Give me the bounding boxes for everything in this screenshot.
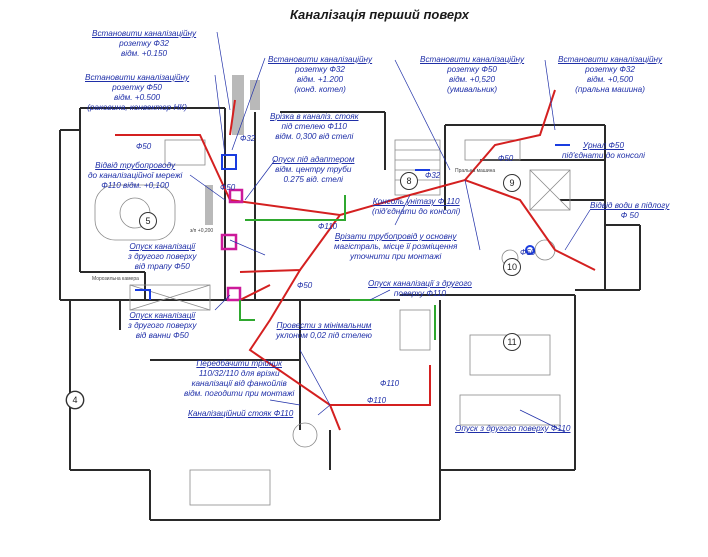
- label-washing-machine: Пральна машина: [455, 168, 496, 174]
- tag-f50-d: Ф50: [520, 248, 536, 257]
- note-socket-f50-sink: Встановити каналізаційну розетку Ф50 від…: [85, 73, 190, 112]
- tag-f110-b: Ф110: [380, 379, 400, 388]
- note-tee-fancoil: Передбачити трійник 110/32/110 для врізк…: [184, 359, 295, 398]
- room-number-8: 8: [400, 172, 418, 190]
- tag-f32-b: Ф32: [425, 171, 441, 180]
- drawing-title: Каналізація перший поверх: [290, 7, 469, 22]
- note-socket-f32-washer: Встановити каналізаційну розетку Ф32 від…: [558, 55, 663, 94]
- room-number-5: 5: [139, 212, 157, 230]
- note-toilet-console: Консоль унітазу Ф 110 (під'єднати до кон…: [372, 197, 461, 216]
- label-floor-level: з/п +0,200: [190, 228, 214, 234]
- risers: [220, 188, 244, 302]
- label-freezer: Морозильна камера: [92, 276, 139, 282]
- sewer-pipes: [115, 89, 596, 431]
- walls: [59, 107, 641, 521]
- room-number-9: 9: [503, 174, 521, 192]
- tag-f110-c: Ф110: [367, 396, 387, 405]
- note-urinal: Урнал Ф50 під'єднати до консолі: [562, 141, 645, 160]
- note-pipe-outlet: Відвід трубопроводу до каналізаційної ме…: [88, 161, 183, 190]
- note-slope-under-ceiling: Провести з мінімальним уклоном 0,02 під …: [276, 321, 372, 340]
- note-sewer-riser: Каналізаційний стояк Ф110: [188, 409, 294, 418]
- room-number-4: 4: [66, 391, 84, 409]
- note-drop-f110-upper: Опуск каналізації з другого поверху Ф110: [368, 279, 472, 298]
- connection-nodes: [135, 144, 570, 300]
- tag-f110-a: Ф110: [318, 222, 338, 231]
- note-drop-f110-lower: Опуск з другого поверху Ф110: [455, 424, 571, 433]
- tag-f50-b: Ф50: [220, 183, 236, 192]
- note-drop-floor-trap: Опуск каналізації з другого поверху від …: [128, 242, 197, 271]
- tag-f50-a: Ф50: [136, 142, 152, 151]
- furniture-outlines: [94, 139, 571, 506]
- note-socket-f32-boiler: Встановити каналізаційну розетку Ф32 від…: [268, 55, 373, 94]
- hatch-blocks: [205, 75, 260, 225]
- leader-lines: [189, 31, 591, 433]
- note-socket-f32-015: Встановити каналізаційну розетку Ф32 від…: [92, 29, 197, 58]
- room-number-11: 11: [503, 333, 521, 351]
- tag-f50-e: Ф50: [297, 281, 313, 290]
- tag-f50-c: Ф50: [498, 154, 514, 163]
- note-riser-tap: Врізка в каналіз. стояк під стелею Ф110 …: [270, 112, 359, 141]
- tag-f32-a: Ф32: [240, 134, 256, 143]
- note-adapter-drop: Опуск під адаптером відм. центру труби 0…: [272, 155, 355, 184]
- note-drop-bathtub: Опуск каналізації з другого поверху від …: [128, 311, 197, 340]
- green-branches: [239, 195, 436, 340]
- note-socket-f50-washbasin: Встановити каналізаційну розетку Ф50 від…: [420, 55, 525, 94]
- note-floor-drain: Відвід води в підлогу Ф 50: [590, 201, 670, 220]
- note-main-line-tap: Врізати трубопровід у основну магістраль…: [334, 232, 458, 261]
- room-number-10: 10: [503, 258, 521, 276]
